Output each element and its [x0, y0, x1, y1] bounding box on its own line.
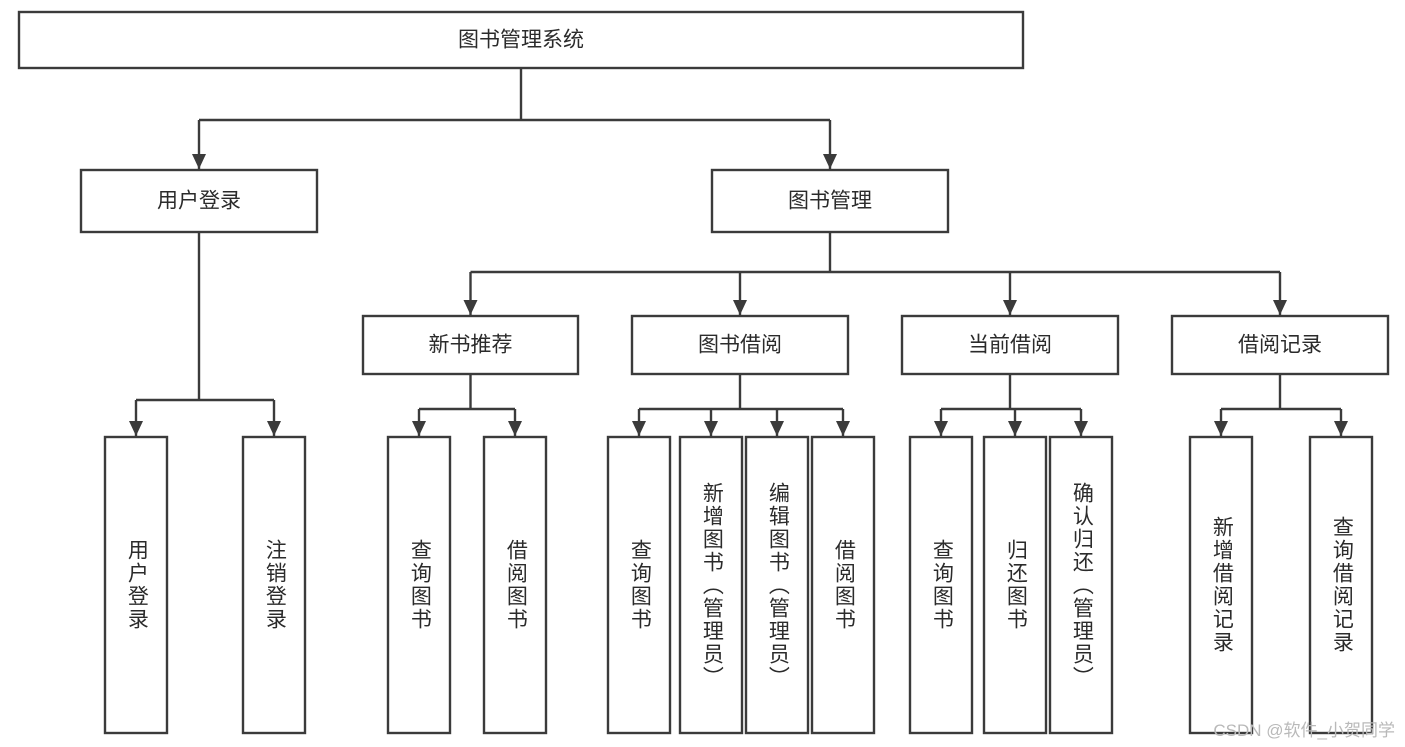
node-leaf-2[interactable]	[386, 435, 452, 735]
node-leaf-0[interactable]	[103, 435, 169, 735]
node-leaf-11[interactable]	[1188, 435, 1254, 735]
user-login-arrowhead-0	[129, 421, 143, 436]
l3-3-arrowhead-0	[1214, 421, 1228, 436]
l3-2-arrowhead-1	[1008, 421, 1022, 436]
node-leaf-4[interactable]	[606, 435, 672, 735]
node-leaf-1[interactable]	[241, 435, 307, 735]
csdn-watermark: CSDN @软件_小贺同学	[1213, 721, 1395, 740]
l3-1-arrowhead-1	[704, 421, 718, 436]
node-leaf-7[interactable]	[810, 435, 876, 735]
node-leaf-9[interactable]	[982, 435, 1048, 735]
book-mgmt-arrowhead-3	[1273, 300, 1287, 315]
l3-2-arrowhead-2	[1074, 421, 1088, 436]
user-login-arrowhead-1	[267, 421, 281, 436]
node-level3-label-1: 图书借阅	[698, 334, 782, 357]
l3-0-arrowhead-0	[412, 421, 426, 436]
node-root-label: 图书管理系统	[458, 29, 584, 52]
l3-1-arrowhead-2	[770, 421, 784, 436]
root-arrowhead-1	[823, 154, 837, 169]
connector-layer	[129, 68, 1348, 436]
node-level3-1[interactable]	[630, 314, 850, 376]
l3-2-arrowhead-0	[934, 421, 948, 436]
node-level3-3[interactable]	[1170, 314, 1390, 376]
book-mgmt-arrowhead-0	[463, 300, 478, 315]
node-root[interactable]	[17, 10, 1025, 70]
node-leaf-8[interactable]	[908, 435, 974, 735]
book-mgmt-arrowhead-1	[733, 300, 747, 315]
box-layer	[17, 10, 1390, 735]
node-level2-label-1: 图书管理	[788, 190, 872, 213]
node-level3-label-3: 借阅记录	[1238, 334, 1322, 357]
l3-0-arrowhead-1	[508, 421, 522, 436]
node-leaf-10[interactable]	[1048, 435, 1114, 735]
l3-3-arrowhead-1	[1334, 421, 1348, 436]
node-level2-label-0: 用户登录	[157, 190, 241, 213]
l3-1-arrowhead-3	[836, 421, 850, 436]
node-level3-label-2: 当前借阅	[968, 334, 1052, 357]
node-level3-0[interactable]	[361, 314, 580, 376]
node-level2-0[interactable]	[79, 168, 319, 234]
book-mgmt-arrowhead-2	[1003, 300, 1017, 315]
node-level3-2[interactable]	[900, 314, 1120, 376]
node-level3-label-0: 新书推荐	[429, 334, 513, 357]
root-arrowhead-0	[192, 154, 206, 169]
node-leaf-6[interactable]	[744, 435, 810, 735]
node-leaf-3[interactable]	[482, 435, 548, 735]
node-level2-1[interactable]	[710, 168, 950, 234]
node-leaf-12[interactable]	[1308, 435, 1374, 735]
node-leaf-5[interactable]	[678, 435, 744, 735]
l3-1-arrowhead-0	[632, 421, 646, 436]
